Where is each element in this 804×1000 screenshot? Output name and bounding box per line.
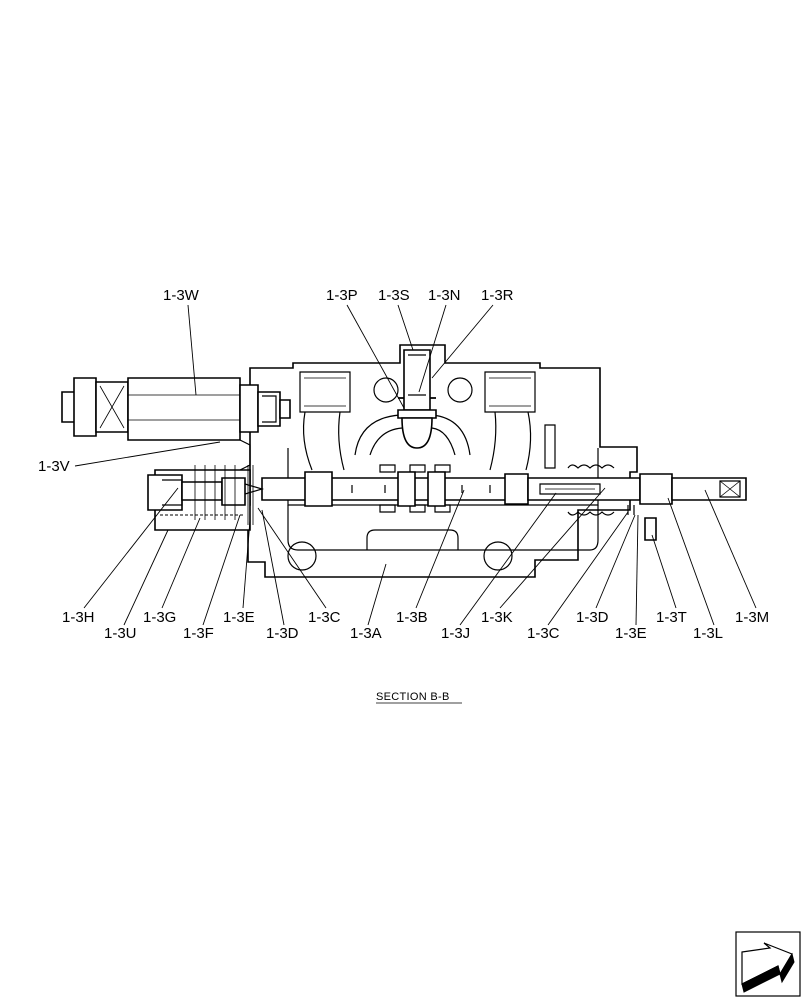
callout-1-3d-right: 1-3D [576, 609, 609, 626]
callout-1-3r: 1-3R [481, 287, 514, 304]
callout-1-3c-right: 1-3C [527, 625, 560, 642]
callout-1-3g: 1-3G [143, 609, 176, 626]
center-poppet [397, 349, 437, 449]
callout-1-3n: 1-3N [428, 287, 461, 304]
callout-1-3t: 1-3T [656, 609, 687, 626]
left-spring-assembly [147, 465, 265, 525]
callout-1-3d-left: 1-3D [266, 625, 299, 642]
callout-1-3s: 1-3S [378, 287, 410, 304]
callout-1-3m: 1-3M [735, 609, 769, 626]
callout-1-3p: 1-3P [326, 287, 358, 304]
callout-1-3j: 1-3J [441, 625, 470, 642]
callout-labels: 1-3W 1-3P 1-3S 1-3N 1-3R 1-3V 1-3H 1-3U … [38, 287, 769, 642]
callout-1-3v: 1-3V [38, 458, 70, 475]
main-spool [261, 471, 529, 507]
solenoid-assembly [61, 377, 291, 471]
section-title: SECTION B-B [376, 691, 462, 704]
section-title-text: SECTION B-B [376, 691, 450, 703]
leader-lines [74, 304, 757, 626]
callout-1-3a: 1-3A [350, 625, 382, 642]
callout-1-3c-left: 1-3C [308, 609, 341, 626]
callout-1-3h: 1-3H [62, 609, 95, 626]
callout-1-3w: 1-3W [163, 287, 200, 304]
callout-1-3l: 1-3L [693, 625, 723, 642]
callout-1-3f: 1-3F [183, 625, 214, 642]
callout-1-3b: 1-3B [396, 609, 428, 626]
right-end-assembly [527, 473, 747, 541]
next-page-arrow-icon[interactable] [735, 931, 801, 997]
callout-1-3e-left: 1-3E [223, 609, 255, 626]
callout-1-3u: 1-3U [104, 625, 137, 642]
callout-1-3e-right: 1-3E [615, 625, 647, 642]
callout-1-3k: 1-3K [481, 609, 513, 626]
